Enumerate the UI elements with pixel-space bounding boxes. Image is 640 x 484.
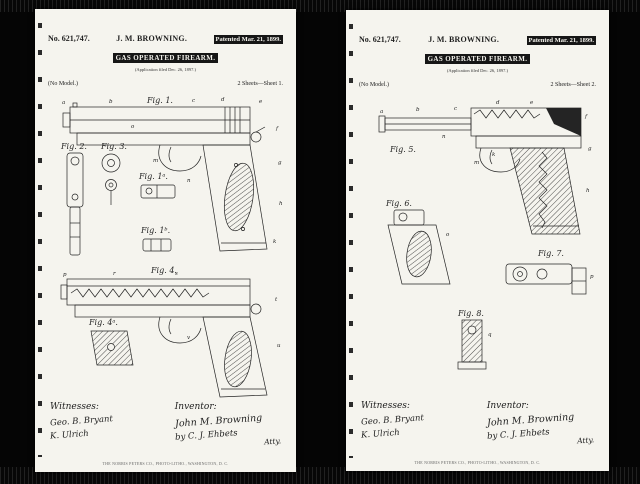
ref-letter: c bbox=[454, 106, 457, 112]
ref-letter: s bbox=[175, 271, 178, 277]
ref-letter: v bbox=[187, 335, 191, 341]
inventor-name-heading: J. M. BROWNING. bbox=[428, 35, 500, 44]
patent-title: GAS OPERATED FIREARM. bbox=[424, 54, 531, 64]
ref-letter: e bbox=[530, 100, 534, 106]
ref-letter: f bbox=[275, 126, 279, 132]
patent-sheet-2: No. 621,747. J. M. BROWNING. Patented Ma… bbox=[346, 10, 609, 471]
ref-letter: p bbox=[590, 274, 594, 280]
patent-drawing-sheet1: Fig. 1. Fig. 2. Fig. 3. Fig. 1ᵃ. Fig. 1ᵇ… bbox=[60, 96, 283, 398]
ref-letter: a bbox=[380, 109, 383, 115]
ref-letter: n bbox=[187, 178, 191, 184]
ref-letter: h bbox=[586, 188, 590, 194]
ref-letter: g bbox=[588, 146, 592, 152]
fig3-part bbox=[101, 153, 121, 205]
fig1-pistol-side-view bbox=[62, 102, 268, 252]
ref-letter: u bbox=[277, 343, 281, 349]
signature-area: Witnesses: Geo. B. Bryant K. Ulrich Inve… bbox=[35, 402, 296, 449]
patent-title: GAS OPERATED FIREARM. bbox=[112, 53, 219, 63]
fig1a-part bbox=[140, 184, 176, 199]
inventor-block: Inventor: John M. Browning by C. J. Ehbe… bbox=[486, 401, 595, 448]
signature-area: Witnesses: Geo. B. Bryant K. Ulrich Inve… bbox=[346, 401, 609, 448]
inventor-name-heading: J. M. BROWNING. bbox=[116, 34, 188, 43]
fig5-label: Fig. 5. bbox=[389, 145, 416, 154]
no-model-note: (No Model.) bbox=[359, 82, 389, 88]
fig5-pistol bbox=[378, 107, 582, 235]
ref-letter: c bbox=[192, 98, 195, 104]
ref-letter: f bbox=[584, 114, 588, 120]
patent-number: No. 621,747. bbox=[48, 34, 90, 43]
ref-letter: h bbox=[279, 201, 283, 207]
ref-letter: k bbox=[492, 152, 496, 158]
title-row: GAS OPERATED FIREARM. bbox=[346, 48, 609, 66]
ref-letter: d bbox=[221, 97, 225, 103]
ref-letter: n bbox=[442, 134, 446, 140]
model-row: (No Model.) 2 Sheets—Sheet 2. bbox=[346, 82, 609, 88]
sheet-label: 2 Sheets—Sheet 1. bbox=[237, 81, 284, 87]
ref-letter: o bbox=[131, 124, 135, 130]
patent-date: Patented Mar. 21, 1899. bbox=[213, 35, 283, 44]
application-note: (Application filed Dec. 26, 1897.) bbox=[446, 68, 509, 73]
fig4-pistol-section bbox=[60, 278, 268, 398]
fig7-label: Fig. 7. bbox=[537, 249, 564, 258]
witnesses-block: Witnesses: Geo. B. Bryant K. Ulrich bbox=[361, 401, 464, 448]
ref-letter: e bbox=[259, 99, 263, 105]
ref-letter: k bbox=[273, 239, 277, 245]
ref-letter: p bbox=[63, 272, 67, 278]
lithographer-line: THE NORRIS PETERS CO., PHOTO-LITHO., WAS… bbox=[102, 461, 229, 466]
fig8-part bbox=[457, 319, 487, 370]
patent-sheet-1: No. 621,747. J. M. BROWNING. Patented Ma… bbox=[35, 9, 296, 472]
inventor-block: Inventor: John M. Browning by C. J. Ehbe… bbox=[174, 402, 281, 449]
page-header: No. 621,747. J. M. BROWNING. Patented Ma… bbox=[35, 9, 296, 44]
application-note: (Application filed Dec. 26, 1897.) bbox=[134, 67, 197, 72]
binding-marks bbox=[349, 24, 353, 458]
fig1-label: Fig. 1. bbox=[146, 96, 173, 105]
ref-letter: o bbox=[446, 232, 450, 238]
witnesses-label: Witnesses: bbox=[361, 401, 410, 411]
fig3-label: Fig. 3. bbox=[100, 142, 127, 151]
fig6-part bbox=[387, 209, 451, 285]
ref-letter: q bbox=[488, 332, 492, 338]
fig4-label: Fig. 4. bbox=[150, 266, 177, 275]
witnesses-label: Witnesses: bbox=[50, 402, 99, 412]
fig1b-part bbox=[142, 238, 172, 252]
ref-letter: m bbox=[474, 160, 479, 166]
ref-letter: a bbox=[62, 100, 65, 106]
patent-number: No. 621,747. bbox=[359, 35, 401, 44]
witnesses-block: Witnesses: Geo. B. Bryant K. Ulrich bbox=[50, 402, 152, 449]
sheet-label: 2 Sheets—Sheet 2. bbox=[550, 82, 597, 88]
fig7-part bbox=[505, 263, 587, 295]
ref-letter: m bbox=[153, 158, 158, 164]
fig2-part bbox=[66, 152, 84, 256]
inventor-label: Inventor: bbox=[486, 401, 529, 411]
lithographer-line: THE NORRIS PETERS CO., PHOTO-LITHO., WAS… bbox=[414, 460, 541, 465]
ref-letter: t bbox=[275, 297, 278, 303]
page-header: No. 621,747. J. M. BROWNING. Patented Ma… bbox=[346, 10, 609, 45]
fig6-label: Fig. 6. bbox=[385, 199, 412, 208]
title-row: GAS OPERATED FIREARM. bbox=[35, 47, 296, 65]
binding-marks bbox=[38, 23, 42, 457]
no-model-note: (No Model.) bbox=[48, 81, 78, 87]
ref-letter: d bbox=[496, 100, 500, 106]
ref-letter: b bbox=[109, 99, 113, 105]
fig4a-label: Fig. 4ᵃ. bbox=[88, 318, 118, 327]
fig4a-part bbox=[90, 330, 134, 366]
fig2-label: Fig. 2. bbox=[60, 142, 87, 151]
ref-letter: b bbox=[416, 107, 420, 113]
ref-letter: r bbox=[113, 271, 116, 277]
inventor-label: Inventor: bbox=[174, 402, 217, 412]
fig1b-label: Fig. 1ᵇ. bbox=[140, 226, 170, 235]
fig1a-label: Fig. 1ᵃ. bbox=[138, 172, 168, 181]
ref-letter: g bbox=[278, 160, 282, 166]
model-row: (No Model.) 2 Sheets—Sheet 1. bbox=[35, 81, 296, 87]
fig8-label: Fig. 8. bbox=[457, 309, 484, 318]
patent-date: Patented Mar. 21, 1899. bbox=[526, 36, 596, 45]
patent-drawing-sheet2: Fig. 5. Fig. 6. Fig. 7. Fig. 8. a b c d … bbox=[378, 100, 594, 370]
